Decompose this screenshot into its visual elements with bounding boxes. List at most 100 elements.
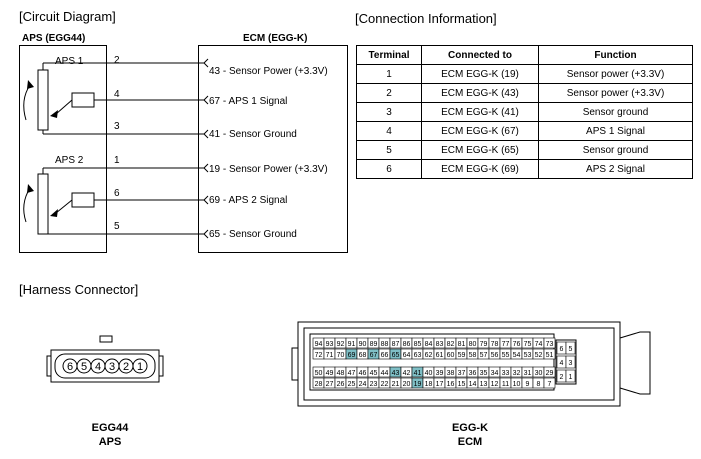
eggk-pin-cell	[543, 348, 556, 360]
eggk-pin-number: 92	[337, 341, 345, 348]
eggk-pin-number: 24	[359, 381, 367, 388]
eggk-pin-number: 54	[513, 352, 521, 359]
eggk-small-pin-number: 4	[560, 360, 564, 367]
eggk-pin-number: 82	[447, 341, 455, 348]
ecm-pin-label: 65 - Sensor Ground	[209, 229, 297, 240]
harness-connector-heading: [Harness Connector]	[19, 282, 139, 297]
eggk-pin-number: 93	[326, 341, 334, 348]
eggk-pin-number: 73	[546, 341, 554, 348]
eggk-pin-number: 68	[359, 352, 367, 359]
table-row: 1 ECM EGG-K (19) Sensor power (+3.3V)	[356, 64, 693, 84]
eggk-pin-number: 81	[458, 341, 466, 348]
eggk-pin-number: 10	[513, 381, 521, 388]
egg44-pin-number: 1	[137, 361, 143, 373]
ecm-pin-label: 69 - APS 2 Signal	[209, 195, 288, 206]
egg44-pin-number: 6	[67, 361, 73, 373]
table-cell: Sensor power (+3.3V)	[538, 64, 693, 84]
eggk-small-pin-cell	[565, 341, 576, 355]
aps-box	[19, 45, 107, 253]
eggk-pin-number: 46	[359, 370, 367, 377]
table-row: 2 ECM EGG-K (43) Sensor power (+3.3V)	[356, 83, 693, 103]
table-cell: ECM EGG-K (65)	[421, 140, 539, 160]
eggk-pin-cell	[543, 337, 556, 349]
eggk-pin-number: 67	[370, 352, 378, 359]
aps-pin-number: 5	[114, 221, 120, 232]
eggk-pin-number: 74	[535, 341, 543, 348]
eggk-pin-number: 84	[425, 341, 433, 348]
circuit-diagram-heading: [Circuit Diagram]	[19, 9, 116, 24]
eggk-small-pin-number: 1	[569, 374, 573, 381]
egg44-caption: EGG44	[91, 422, 129, 434]
eggk-pin-number: 35	[480, 370, 488, 377]
eggk-pin-number: 11	[502, 381, 509, 388]
eggk-pin-number: 16	[447, 381, 455, 388]
eggk-small-pin-number: 5	[569, 346, 573, 353]
eggk-small-pin-number: 6	[560, 346, 564, 353]
eggk-pin-number: 27	[326, 381, 334, 388]
table-cell: ECM EGG-K (43)	[421, 83, 539, 103]
eggk-pin-cell	[543, 366, 556, 378]
eggk-pin-number: 33	[502, 370, 510, 377]
aps2-label: APS 2	[55, 155, 84, 166]
eggk-pin-number: 29	[546, 370, 554, 377]
ecm-pin-label: 67 - APS 1 Signal	[209, 96, 288, 107]
eggk-pin-number: 64	[403, 352, 411, 359]
eggk-pin-number: 88	[381, 341, 389, 348]
eggk-pin-number: 47	[348, 370, 356, 377]
eggk-pin-number: 71	[326, 352, 334, 359]
table-cell: 4	[356, 121, 422, 141]
aps-title: APS (EGG44)	[22, 33, 86, 44]
eggk-pin-number: 44	[381, 370, 389, 377]
eggk-pin-number: 86	[403, 341, 411, 348]
eggk-pin-number: 42	[403, 370, 411, 377]
ecm-pin-label: 19 - Sensor Power (+3.3V)	[209, 164, 328, 175]
eggk-pin-number: 8	[537, 381, 541, 388]
eggk-pin-number: 20	[403, 381, 411, 388]
eggk-pin-number: 90	[359, 341, 367, 348]
eggk-small-pin-number: 3	[569, 360, 573, 367]
eggk-pin-number: 75	[524, 341, 532, 348]
eggk-pin-number: 77	[502, 341, 510, 348]
ecm-pin-label: 43 - Sensor Power (+3.3V)	[209, 66, 328, 77]
eggk-pin-number: 52	[535, 352, 543, 359]
eggk-small-pin-number: 2	[560, 374, 564, 381]
eggk-pin-number: 9	[526, 381, 530, 388]
eggk-pin-number: 48	[337, 370, 345, 377]
table-cell: APS 2 Signal	[538, 159, 693, 179]
eggk-pin-number: 69	[348, 352, 356, 359]
eggk-caption-sub: ECM	[457, 436, 483, 448]
eggk-pin-number: 53	[524, 352, 532, 359]
eggk-pin-number: 32	[513, 370, 521, 377]
table-cell: 5	[356, 140, 422, 160]
table-row: 3 ECM EGG-K (41) Sensor ground	[356, 102, 693, 122]
ecm-title: ECM (EGG-K)	[243, 33, 308, 44]
eggk-pin-number: 51	[546, 352, 554, 359]
aps-pin-number: 3	[114, 121, 120, 132]
eggk-pin-number: 72	[315, 352, 323, 359]
eggk-pin-number: 59	[458, 352, 466, 359]
eggk-pin-number: 80	[469, 341, 477, 348]
eggk-pin-number: 50	[315, 370, 323, 377]
table-header-row: Terminal Connected to Function	[356, 45, 693, 65]
table-row: 6 ECM EGG-K (69) APS 2 Signal	[356, 159, 693, 179]
eggk-pin-number: 19	[414, 381, 422, 388]
eggk-pin-number: 49	[326, 370, 334, 377]
eggk-pin-number: 13	[480, 381, 488, 388]
eggk-pin-number: 31	[524, 370, 532, 377]
table-cell: ECM EGG-K (41)	[421, 102, 539, 122]
eggk-pin-number: 26	[337, 381, 345, 388]
eggk-pin-number: 21	[392, 381, 400, 388]
column-header: Function	[538, 45, 693, 65]
eggk-pin-number: 83	[436, 341, 444, 348]
table-cell: Sensor power (+3.3V)	[538, 83, 693, 103]
eggk-pin-number: 58	[469, 352, 477, 359]
aps-pin-number: 2	[114, 55, 120, 66]
eggk-pin-number: 23	[370, 381, 378, 388]
eggk-small-pin-cell	[565, 355, 576, 369]
eggk-pin-number: 15	[458, 381, 466, 388]
eggk-pin-number: 70	[337, 352, 345, 359]
egg44-pins: 6 5 4 3 2 1	[62, 358, 148, 374]
eggk-pin-number: 39	[436, 370, 444, 377]
eggk-pin-number: 43	[392, 370, 400, 377]
